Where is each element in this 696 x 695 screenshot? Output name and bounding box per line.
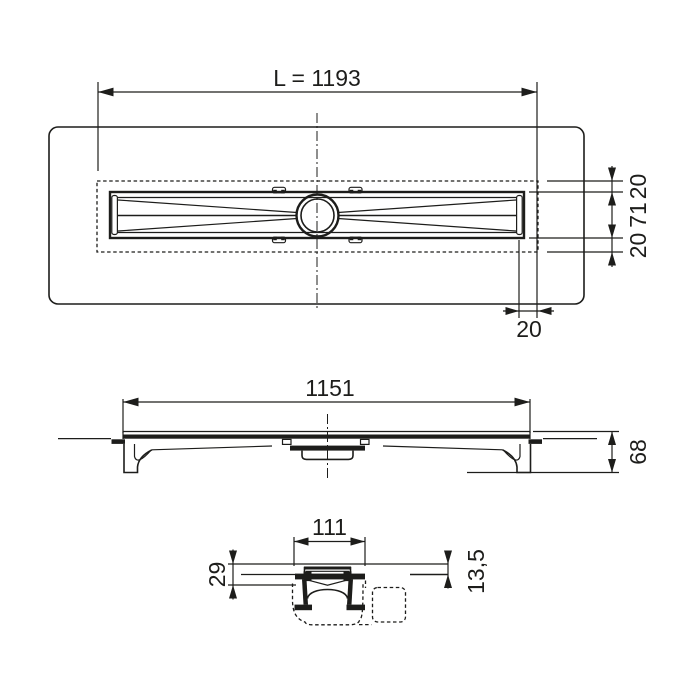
arrow-right <box>514 397 530 407</box>
clamp-bar <box>295 573 365 580</box>
dim-length-top: L = 1193 <box>97 65 538 318</box>
drain-body-hidden <box>291 583 364 626</box>
foot-right-inner <box>503 444 521 461</box>
arrow-down-2 <box>608 224 616 238</box>
side-view <box>58 414 597 480</box>
clip-body <box>348 186 363 194</box>
taper-top-left <box>117 199 298 214</box>
clip-lug <box>357 236 362 241</box>
arrow-right <box>350 537 365 546</box>
clip-lug <box>281 236 285 241</box>
dim-label-height: 68 <box>625 439 651 465</box>
clip-lug <box>273 189 277 194</box>
clip-lug <box>349 236 354 241</box>
dim-stack-right: 20 71 20 <box>529 166 651 267</box>
channel-top <box>108 186 526 244</box>
dim-label-end-offset: 20 <box>516 316 542 342</box>
arrow-left <box>123 397 139 407</box>
dim-label-length-top: L = 1193 <box>273 65 361 91</box>
taper-top-right <box>337 199 517 214</box>
outlet-pipe-hidden <box>371 586 407 623</box>
dim-111: 111 <box>293 514 366 566</box>
dim-13-5: 13,5 <box>444 549 489 594</box>
dim-end-offset: 20 <box>503 240 554 342</box>
arrow-left-tip <box>538 307 552 315</box>
underside-right <box>382 445 503 451</box>
clip-body <box>348 236 363 244</box>
clip-bottom-right <box>348 236 363 244</box>
arrow-down-1 <box>608 167 616 181</box>
arrow-up <box>608 431 616 445</box>
foot-right <box>502 444 532 474</box>
end-cap-left <box>111 194 119 236</box>
foot-left <box>123 444 153 474</box>
leg-right <box>347 579 353 605</box>
arrow-up-2 <box>608 252 616 266</box>
arrow-up-1 <box>608 192 616 206</box>
arrow-left <box>98 87 114 97</box>
arrow-up <box>444 574 452 588</box>
dim-label-channel-width: 71 <box>625 202 651 228</box>
dim-1151: 1151 <box>122 375 531 433</box>
clip-top-left <box>271 186 287 194</box>
underside-left <box>151 445 273 451</box>
sump-upper <box>290 445 365 451</box>
siphon-arch <box>306 588 349 599</box>
end-cap-right <box>515 194 523 236</box>
bolt-right <box>343 571 352 582</box>
seal-v-line <box>305 579 350 586</box>
clip-lug <box>281 189 285 194</box>
dim-29: 29 <box>204 549 237 600</box>
clip-lug <box>273 236 277 241</box>
arrow-down <box>608 459 616 473</box>
plate-body <box>123 434 530 439</box>
flange-left <box>111 439 125 444</box>
dim-label-edge-top: 20 <box>625 174 651 200</box>
foot-right <box>346 604 365 611</box>
arrow-right-tip <box>505 307 519 315</box>
dim-label-grate-height: 13,5 <box>463 549 489 594</box>
foot-left <box>294 604 312 611</box>
arrow-up <box>229 585 237 599</box>
leg-left <box>302 579 308 605</box>
bolt-left <box>303 571 312 582</box>
arrow-right <box>521 87 537 97</box>
foot-left-inner <box>133 444 152 461</box>
top-view <box>48 113 585 308</box>
dim-label-edge-bottom: 20 <box>625 233 651 259</box>
clip-lug <box>349 189 354 194</box>
dim-label-depth: 29 <box>204 562 230 588</box>
dim-68: 68 <box>467 430 651 474</box>
clip-bottom-left <box>271 236 287 244</box>
flange-right <box>528 439 542 444</box>
dim-label-side-length: 1151 <box>305 375 354 401</box>
dim-label-section-width: 111 <box>312 514 347 540</box>
clip-side-right <box>359 438 370 445</box>
arrow-down <box>229 550 237 564</box>
section-view <box>228 563 448 626</box>
clip-lug <box>357 189 362 194</box>
taper-bottom-right <box>337 217 517 232</box>
clip-top-right <box>348 186 363 194</box>
clip-body <box>271 186 287 194</box>
clip-body <box>271 236 287 244</box>
arrow-left <box>294 537 309 546</box>
taper-bottom-left <box>117 217 298 232</box>
clip-side-left <box>281 438 292 445</box>
arrow-down <box>444 550 452 564</box>
